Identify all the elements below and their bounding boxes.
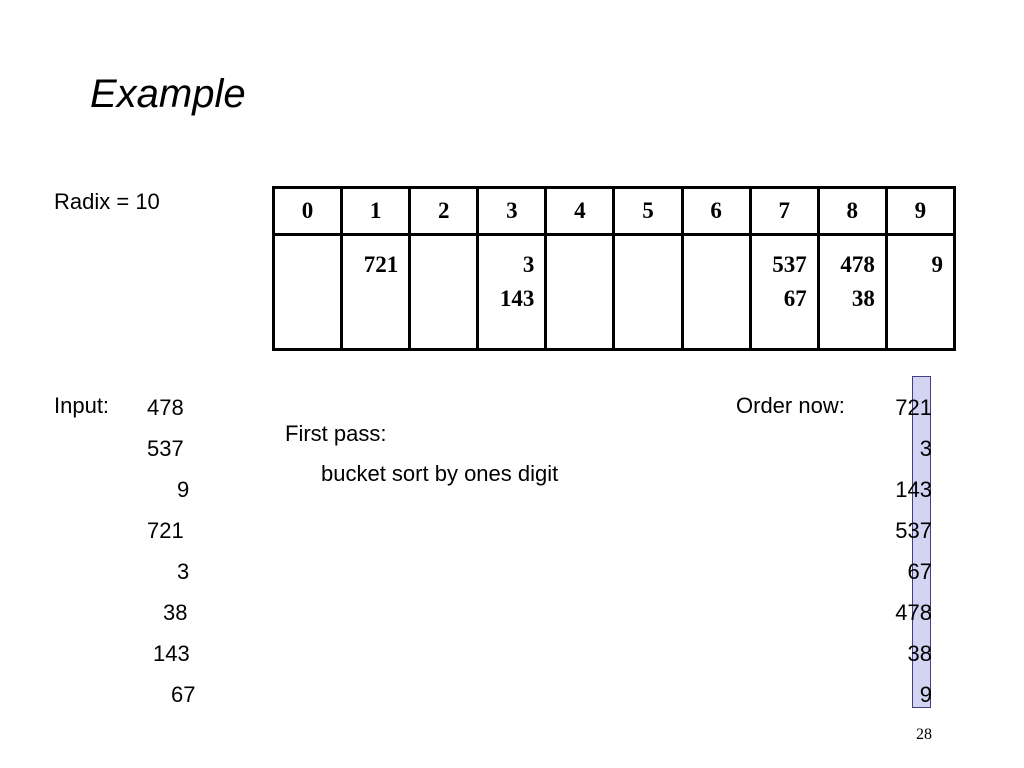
- input-value: 67: [171, 682, 196, 707]
- bucket-cell-1: 721: [340, 233, 412, 351]
- bucket-cell-4: [544, 233, 616, 351]
- bucket-header: 1: [340, 186, 412, 236]
- bucket-item: 143: [499, 286, 535, 311]
- bucket-header: 7: [748, 186, 820, 236]
- bucket-item: 9: [931, 252, 944, 277]
- bucket-item: 38: [851, 286, 875, 311]
- order-value: 537: [895, 518, 932, 543]
- bucket-cell-9: 9: [884, 233, 957, 351]
- radix-label: Radix = 10: [54, 189, 160, 214]
- input-value: 537: [147, 436, 184, 461]
- input-value: 721: [147, 518, 184, 543]
- bucket-item: 67: [783, 286, 807, 311]
- bucket-content-row: 721 3 143 537 67 478 38 9: [271, 233, 957, 351]
- input-list: 478 537 9 721 3 38 143 67: [120, 395, 202, 723]
- input-label: Input:: [54, 393, 110, 418]
- bucket-header: 9: [884, 186, 957, 236]
- input-value: 478: [147, 395, 184, 420]
- bucket-cell-7: 537 67: [748, 233, 820, 351]
- order-value: 9: [919, 682, 932, 707]
- bucket-cell-5: [612, 233, 684, 351]
- order-list: 721 3 143 537 67 478 38 9: [862, 395, 932, 723]
- order-value: 143: [895, 477, 932, 502]
- input-value: 143: [153, 641, 190, 666]
- input-value: 38: [163, 600, 188, 625]
- order-value: 67: [907, 559, 932, 584]
- slide-title: Example: [90, 72, 246, 116]
- pass-description: bucket sort by ones digit: [321, 461, 559, 486]
- order-value: 3: [919, 436, 932, 461]
- bucket-table: 0 1 2 3 4 5 6 7 8 9 721 3 143 537: [271, 186, 957, 351]
- page-number: 28: [916, 726, 932, 743]
- bucket-header: 0: [271, 186, 344, 236]
- bucket-header: 6: [680, 186, 752, 236]
- bucket-item: 478: [840, 252, 875, 277]
- ones-digit-highlight: [912, 376, 931, 708]
- order-label: Order now:: [736, 393, 845, 418]
- order-value: 478: [895, 600, 932, 625]
- input-value: 3: [177, 559, 190, 584]
- bucket-cell-6: [680, 233, 752, 351]
- bucket-header: 4: [544, 186, 616, 236]
- bucket-item: 537: [772, 252, 807, 277]
- bucket-cell-2: [408, 233, 480, 351]
- bucket-cell-3: 3 143: [476, 233, 548, 351]
- input-value: 9: [177, 477, 190, 502]
- bucket-cell-0: [271, 233, 344, 351]
- bucket-item: 721: [363, 252, 399, 277]
- bucket-item: 3: [522, 252, 535, 277]
- order-value: 38: [907, 641, 932, 666]
- bucket-header-row: 0 1 2 3 4 5 6 7 8 9: [271, 186, 957, 236]
- pass-title: First pass:: [285, 421, 387, 446]
- bucket-header: 8: [816, 186, 888, 236]
- bucket-cell-8: 478 38: [816, 233, 888, 351]
- bucket-header: 2: [408, 186, 480, 236]
- bucket-header: 5: [612, 186, 684, 236]
- order-value: 721: [895, 395, 932, 420]
- bucket-header: 3: [476, 186, 548, 236]
